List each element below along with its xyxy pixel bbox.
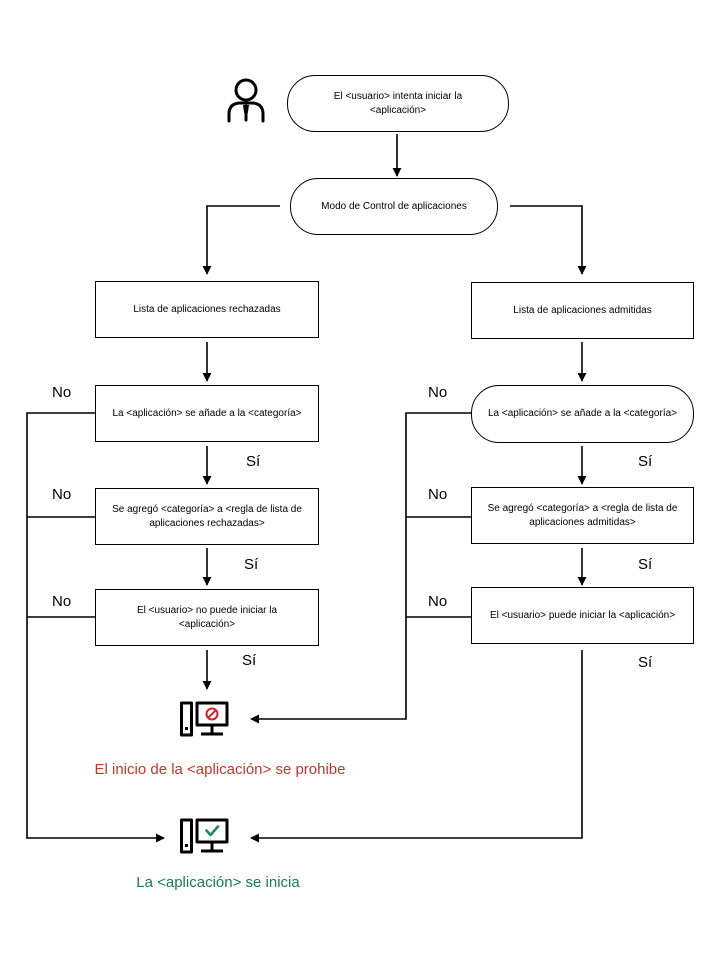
label-yes-left-1: Sí [246, 453, 261, 470]
edge-mode-to-denylist [202, 205, 280, 275]
node-allow-result: El <usuario> puede iniciar la <aplicació… [471, 587, 694, 644]
edge-mode-to-allowlist [510, 205, 587, 275]
outcome-started-caption: La <aplicación> se inicia [136, 874, 300, 891]
label-no-right-1: No [428, 384, 448, 401]
computer-blocked-icon [180, 701, 229, 737]
edge-right-yes-to-started [250, 650, 583, 843]
computer-allowed-icon [180, 818, 229, 854]
node-deny-check-category: La <aplicación> se añade a la <categoría… [95, 385, 319, 442]
node-deny-result: El <usuario> no puede iniciar la <aplica… [95, 589, 319, 646]
label-yes-right-3: Sí [638, 654, 653, 671]
label-yes-right-1: Sí [638, 453, 653, 470]
label-yes-right-2: Sí [638, 556, 653, 573]
node-allowlist: Lista de aplicaciones admitidas [471, 282, 694, 339]
edge-left-no-to-started [26, 412, 165, 843]
node-allow-check-rule: Se agregó <categoría> a <regla de lista … [471, 487, 694, 544]
user-icon [227, 78, 265, 123]
edge-right-no-to-blocked [250, 412, 472, 724]
node-denylist: Lista de aplicaciones rechazadas [95, 281, 319, 338]
label-no-right-2: No [428, 486, 448, 503]
node-deny-check-rule: Se agregó <categoría> a <regla de lista … [95, 488, 319, 545]
node-start: El <usuario> intenta iniciar la <aplicac… [287, 75, 509, 132]
node-mode: Modo de Control de aplicaciones [290, 178, 498, 235]
label-no-left-1: No [52, 384, 72, 401]
node-allow-check-category: La <aplicación> se añade a la <categoría… [471, 385, 694, 443]
label-no-left-3: No [52, 593, 72, 610]
label-yes-left-2: Sí [244, 556, 259, 573]
label-no-right-3: No [428, 593, 448, 610]
label-yes-left-3: Sí [242, 652, 257, 669]
label-no-left-2: No [52, 486, 72, 503]
outcome-blocked-caption: El inicio de la <aplicación> se prohibe [94, 761, 346, 778]
